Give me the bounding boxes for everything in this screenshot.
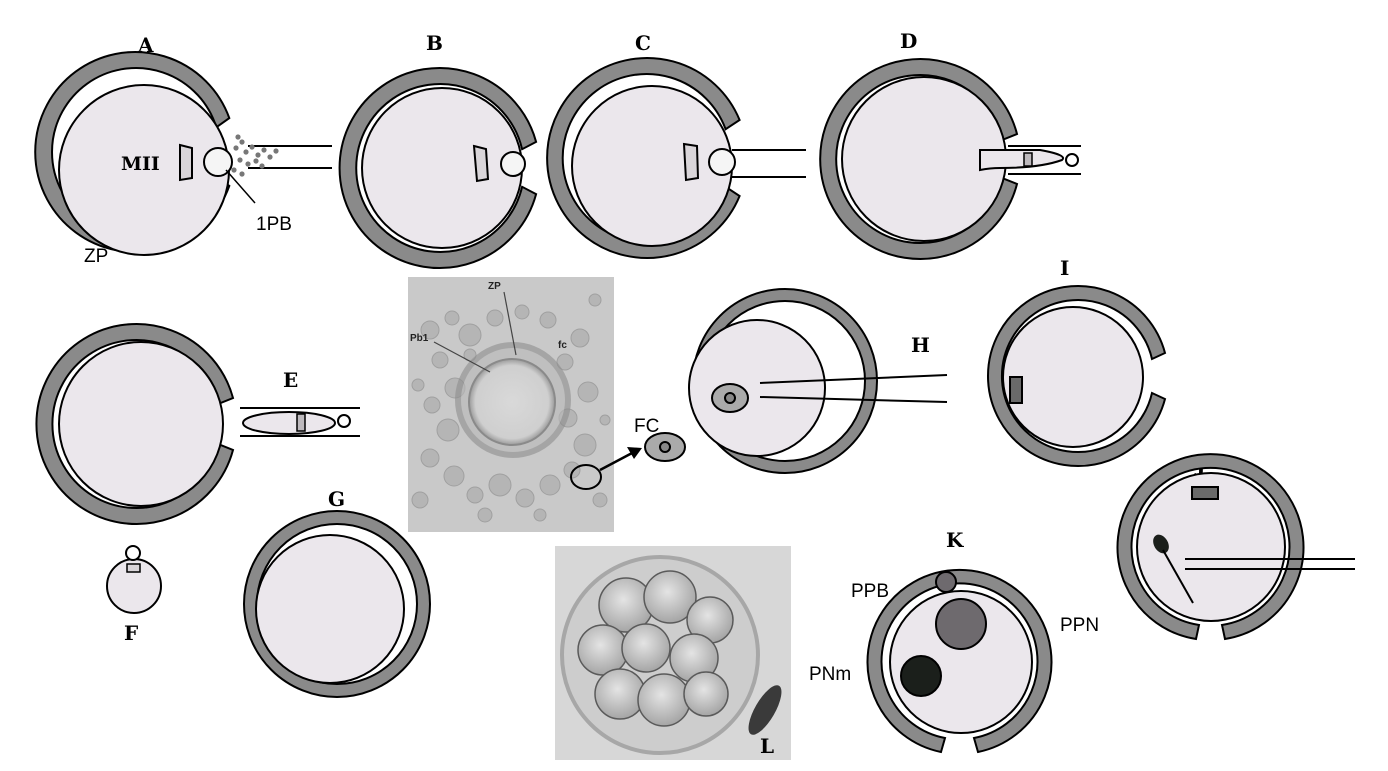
spindle-d xyxy=(1023,152,1033,167)
oocyte-h xyxy=(688,319,826,457)
label-ppb: PPB xyxy=(851,581,889,602)
oocyte-j xyxy=(1136,472,1286,622)
panel-label-d: D xyxy=(900,29,917,53)
follicular-cell-callout: FC xyxy=(599,416,686,472)
panel-f: F xyxy=(106,545,162,645)
label-1pb: 1PB xyxy=(256,214,292,235)
panel-g: G xyxy=(243,487,431,698)
panel-i: I xyxy=(986,256,1167,467)
panel-j: J xyxy=(1116,453,1355,641)
zona-pellucida-c xyxy=(546,57,741,259)
panel-b: B xyxy=(338,31,538,269)
karyoplast-e xyxy=(242,411,336,435)
needle-tail-j xyxy=(1162,549,1194,604)
arrow-head xyxy=(627,447,642,459)
oocyte-i xyxy=(1002,306,1144,448)
polar-body-d xyxy=(1065,153,1079,167)
zona-pellucida-i xyxy=(986,285,1167,467)
pipette-h-bottom xyxy=(759,396,948,403)
mii-label: MII xyxy=(121,153,160,175)
spindle-e xyxy=(296,413,306,432)
polar-body-c xyxy=(708,148,736,176)
leader-1pb xyxy=(225,169,256,204)
panel-label-e: E xyxy=(283,368,298,392)
zona-pellucida-k xyxy=(866,568,1053,754)
metaphase-plate-b xyxy=(472,144,490,183)
panel-label-k: K xyxy=(946,528,964,552)
panel-label-c: C xyxy=(635,31,651,55)
panel-label-f: F xyxy=(124,621,138,645)
panel-label-h: H xyxy=(911,333,930,357)
oocyte-photo: ZP Pb1 fc xyxy=(408,277,614,532)
label-zp: ZP xyxy=(84,246,108,267)
polar-body-a xyxy=(203,147,233,177)
panel-c: C xyxy=(546,31,806,259)
zona-pellucida-a xyxy=(34,51,231,253)
oocyte-c xyxy=(571,85,733,247)
donor-chromatin-i xyxy=(1009,376,1023,404)
oocyte-b xyxy=(361,87,523,249)
polar-body-b xyxy=(500,151,526,177)
zona-pellucida-d xyxy=(819,58,1019,260)
photo-label-zp: ZP xyxy=(488,281,501,292)
panel-label-g: G xyxy=(328,487,345,511)
panel-l: L xyxy=(555,546,791,760)
panel-k: K PPB PPN PNm xyxy=(809,528,1099,754)
embryo-debris xyxy=(748,685,782,735)
follicular-cell-nucleus xyxy=(659,441,671,453)
zona-pellucida-j xyxy=(1116,453,1305,641)
metaphase-plate-c xyxy=(682,142,700,182)
karyoplast-d xyxy=(979,148,1064,172)
photo-selected-cell-marker xyxy=(570,464,602,490)
photo-oocyte xyxy=(468,358,556,446)
photo-label-pb1: Pb1 xyxy=(410,333,429,344)
panel-label-i: I xyxy=(1060,256,1069,280)
male-pronucleus-k xyxy=(900,655,942,697)
zona-pellucida-b xyxy=(338,67,538,269)
pseudo-polar-body-k xyxy=(935,571,957,593)
spindle-f xyxy=(126,563,141,573)
label-pnm: PNm xyxy=(809,664,851,685)
panel-a: A MII 1PB ZP xyxy=(34,33,332,267)
photo-leader-pb1 xyxy=(433,341,491,373)
panel-e: E xyxy=(35,323,360,525)
oocyte-g xyxy=(255,534,405,684)
donor-nucleus-h xyxy=(724,392,736,404)
polar-body-e xyxy=(337,414,351,428)
blastomeres xyxy=(577,570,734,727)
donor-chromatin-j xyxy=(1191,486,1219,500)
activation-spot-j xyxy=(1153,534,1169,554)
panel-h: H xyxy=(688,288,948,474)
panel-d: D xyxy=(819,29,1081,260)
panel-label-b: B xyxy=(426,31,443,55)
arrow-shaft xyxy=(599,450,635,472)
pipette-h-top xyxy=(759,374,948,384)
pseudo-pronucleus-k xyxy=(935,598,987,650)
zygote-k xyxy=(889,590,1033,734)
panel-label-a: A xyxy=(137,33,154,57)
photo-leader-zp xyxy=(503,291,517,356)
polar-body-f xyxy=(125,545,141,561)
panel-label-l: L xyxy=(760,734,774,758)
oocyte-e xyxy=(58,341,224,507)
label-ppn: PPN xyxy=(1060,615,1099,636)
laser-spots-a xyxy=(231,134,279,177)
label-fc: FC xyxy=(634,416,659,437)
metaphase-plate-a xyxy=(179,143,193,182)
zona-pellucida-e xyxy=(35,323,235,525)
photo-label-fc: fc xyxy=(558,340,567,351)
